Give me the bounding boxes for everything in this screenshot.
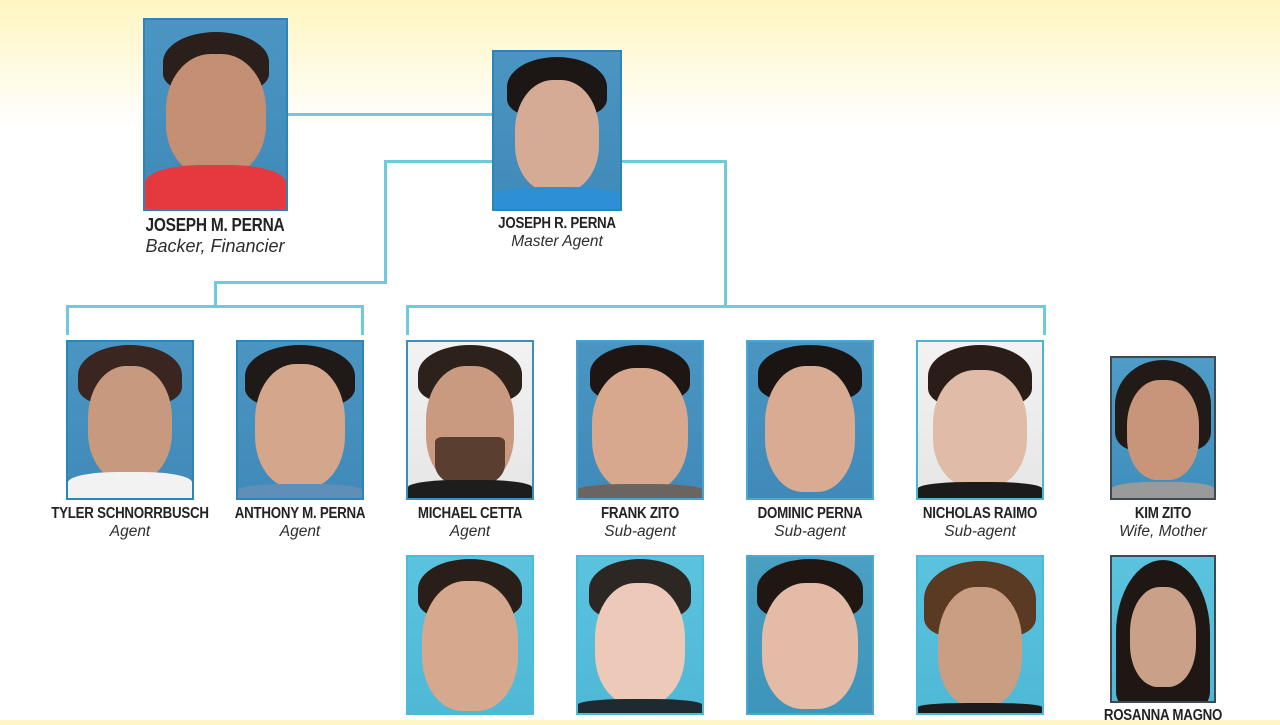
person-role: Backer, Financier [145, 236, 285, 256]
person-role: Sub-agent [604, 523, 676, 540]
person-role: Agent [449, 523, 491, 540]
photo-joseph-m-perna [143, 18, 288, 211]
person-name: MICHAEL CETTA [417, 505, 523, 522]
connector-right-group-drop-2 [1043, 305, 1046, 335]
photo-unlabeled-3 [746, 555, 874, 715]
person-name: ROSANNA MAGNO [1103, 707, 1223, 724]
person-role: Sub-agent [944, 523, 1016, 540]
photo-joseph-r-perna [492, 50, 622, 211]
photo-unlabeled-4 [916, 555, 1044, 715]
photo-dominic-perna [746, 340, 874, 500]
connector-left-mid-horizontal [214, 281, 387, 284]
connector-master-right-horizontal [621, 160, 727, 163]
person-name: DOMINIC PERNA [757, 505, 863, 522]
person-role: Sub-agent [774, 523, 846, 540]
photo-rosanna-magno [1110, 555, 1216, 703]
connector-right-group-bar [406, 305, 1046, 308]
connector-master-left-horizontal [384, 160, 492, 163]
photo-unlabeled-2 [576, 555, 704, 715]
person-name: FRANK ZITO [601, 505, 679, 522]
person-name: NICHOLAS RAIMO [922, 505, 1038, 522]
connector-left-group-drop-2 [361, 305, 364, 335]
person-name: JOSEPH M. PERNA [145, 215, 285, 235]
photo-kim-zito [1110, 356, 1216, 500]
connector-master-left-vertical [384, 160, 387, 283]
connector-left-mid-vertical [214, 281, 217, 307]
photo-frank-zito [576, 340, 704, 500]
connector-master-right-vertical [724, 160, 727, 308]
person-role: Wife, Mother [1119, 523, 1207, 540]
photo-michael-cetta [406, 340, 534, 500]
person-name: KIM ZITO [1134, 505, 1192, 522]
photo-tyler-schnorrbusch [66, 340, 194, 500]
connector-right-group-drop-1 [406, 305, 409, 335]
photo-unlabeled-1 [406, 555, 534, 715]
photo-anthony-m-perna [236, 340, 364, 500]
person-role: Agent [109, 523, 151, 540]
person-role: Agent [279, 523, 321, 540]
connector-left-group-drop-1 [66, 305, 69, 335]
person-name: TYLER SCHNORRBUSCH [51, 505, 209, 522]
person-role: Master Agent [511, 233, 603, 250]
connector-left-group-bar [66, 305, 364, 308]
photo-nicholas-raimo [916, 340, 1044, 500]
connector-financier-to-master [287, 113, 492, 116]
person-name: JOSEPH R. PERNA [498, 215, 616, 232]
person-name: ANTHONY M. PERNA [234, 505, 366, 522]
